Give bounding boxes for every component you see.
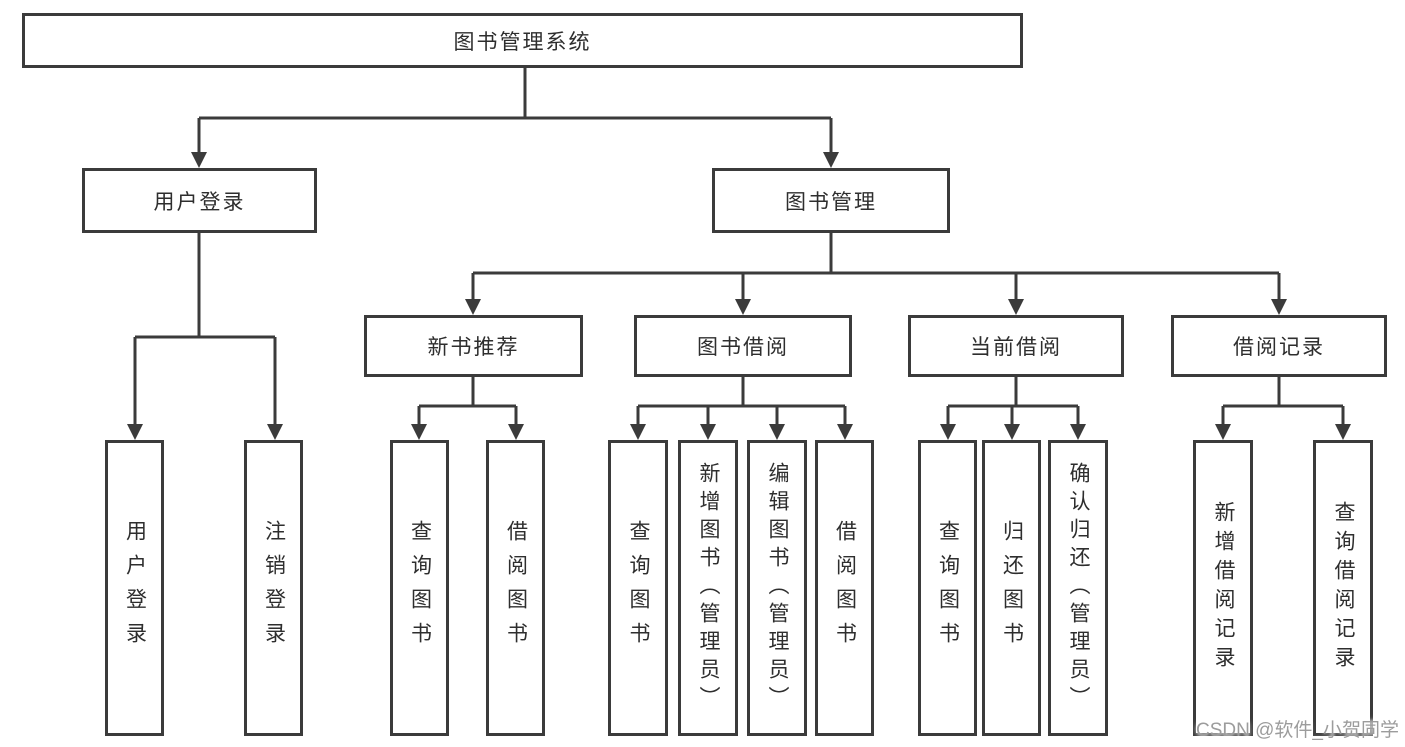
leaf-borrow-books-2-label: 借阅图书 — [833, 520, 857, 656]
csdn-watermark: CSDN @软件_小贺同学 — [1196, 720, 1399, 741]
leaf-confirm-return-admin: 确认归还（管理员） — [1048, 440, 1108, 736]
leaf-borrow-books-1: 借阅图书 — [486, 440, 545, 736]
node-user-login: 用户登录 — [82, 168, 317, 233]
leaf-add-borrow-record: 新增借阅记录 — [1193, 440, 1253, 736]
leaf-query-borrow-record-label: 查询借阅记录 — [1332, 501, 1355, 675]
leaf-add-book-admin: 新增图书（管理员） — [678, 440, 738, 736]
leaf-query-books-2-label: 查询图书 — [627, 520, 650, 656]
leaf-confirm-return-admin-label: 确认归还（管理员） — [1067, 462, 1090, 714]
node-current-borrow-label: 当前借阅 — [970, 336, 1062, 359]
leaf-logout: 注销登录 — [244, 440, 303, 736]
leaf-edit-book-admin: 编辑图书（管理员） — [747, 440, 807, 736]
leaf-logout-label: 注销登录 — [262, 520, 286, 656]
node-book-borrow-label: 图书借阅 — [697, 336, 789, 359]
node-borrow-records-label: 借阅记录 — [1233, 336, 1325, 359]
leaf-query-books-3-label: 查询图书 — [936, 520, 960, 656]
leaf-query-books-1: 查询图书 — [390, 440, 449, 736]
node-root: 图书管理系统 — [22, 13, 1023, 68]
node-book-management: 图书管理 — [712, 168, 950, 233]
node-new-book-recommend-label: 新书推荐 — [427, 336, 520, 359]
node-new-book-recommend: 新书推荐 — [364, 315, 583, 377]
leaf-query-books-1-label: 查询图书 — [408, 520, 432, 656]
leaf-user-login-label: 用户登录 — [123, 520, 147, 656]
node-user-login-label: 用户登录 — [153, 190, 246, 214]
node-current-borrow: 当前借阅 — [908, 315, 1124, 377]
leaf-borrow-books-2: 借阅图书 — [815, 440, 874, 736]
leaf-query-borrow-record: 查询借阅记录 — [1313, 440, 1373, 736]
node-book-borrow: 图书借阅 — [634, 315, 852, 377]
leaf-user-login: 用户登录 — [105, 440, 164, 736]
leaf-add-book-admin-label: 新增图书（管理员） — [697, 462, 720, 714]
leaf-edit-book-admin-label: 编辑图书（管理员） — [766, 462, 789, 714]
node-borrow-records: 借阅记录 — [1171, 315, 1387, 377]
leaf-query-books-3: 查询图书 — [918, 440, 977, 736]
node-book-management-label: 图书管理 — [785, 190, 877, 214]
leaf-return-book: 归还图书 — [982, 440, 1041, 736]
leaf-add-borrow-record-label: 新增借阅记录 — [1212, 501, 1235, 675]
node-root-label: 图书管理系统 — [453, 30, 592, 54]
leaf-borrow-books-1-label: 借阅图书 — [504, 520, 528, 656]
leaf-return-book-label: 归还图书 — [1000, 520, 1024, 656]
leaf-query-books-2: 查询图书 — [608, 440, 668, 736]
